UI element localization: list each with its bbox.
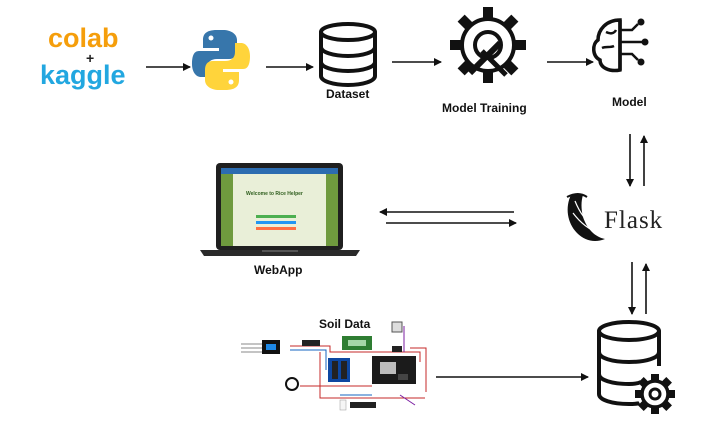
screen-button-2 xyxy=(256,221,296,224)
laptop-icon: Welcome to Rice Helper xyxy=(200,163,360,256)
flask-horn-icon xyxy=(566,193,605,241)
python-logo-icon xyxy=(192,30,250,90)
kaggle-logo-text: kaggle xyxy=(40,60,126,90)
colab-kaggle-logo: colab + kaggle xyxy=(40,23,126,90)
screen-button-3 xyxy=(256,227,296,230)
brain-circuit-icon xyxy=(592,18,649,73)
model-training-label: Model Training xyxy=(442,101,527,115)
webapp-label: WebApp xyxy=(254,263,302,277)
gear-pencil-icon xyxy=(450,7,526,83)
colab-logo-text: colab xyxy=(48,23,119,53)
laptop-screen xyxy=(221,168,338,246)
webapp-screen-title: Welcome to Rice Helper xyxy=(246,191,303,197)
soil-data-label: Soil Data xyxy=(319,317,371,331)
model-label: Model xyxy=(612,95,647,109)
dataset-label: Dataset xyxy=(326,87,369,101)
plus-sign: + xyxy=(86,50,94,66)
temperature-probe xyxy=(285,377,299,391)
sensor-chip xyxy=(391,321,403,333)
flask-logo-text: Flask xyxy=(604,207,663,234)
sensor-circuit-icon xyxy=(241,321,427,411)
connector xyxy=(302,340,320,346)
screen-button-1 xyxy=(256,215,296,218)
database-icon xyxy=(319,22,377,88)
database-gear-icon xyxy=(597,320,675,414)
